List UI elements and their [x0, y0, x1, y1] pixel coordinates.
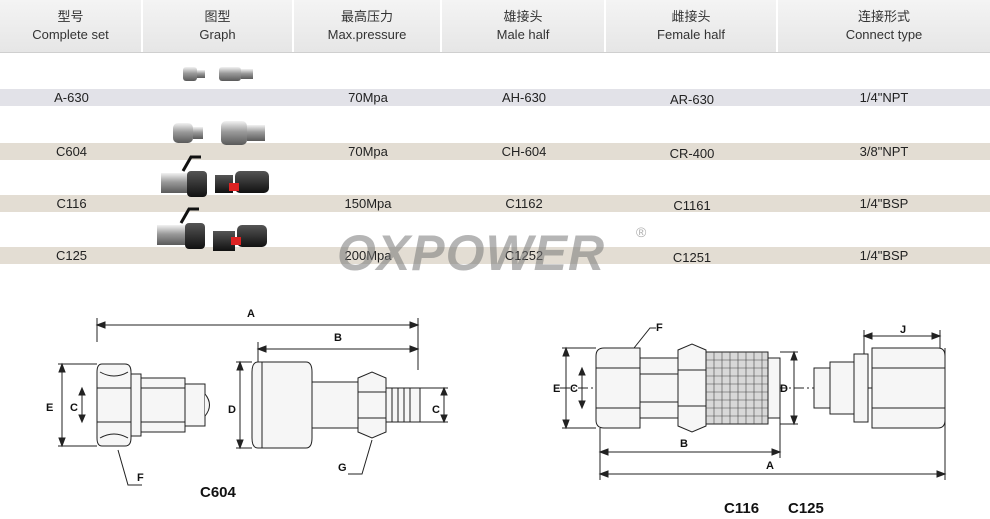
- c125-photo: [157, 207, 267, 251]
- dim-label-c: C: [70, 402, 78, 414]
- dim-label-b2: B: [680, 438, 688, 450]
- header-graph: 图型 Graph: [143, 0, 294, 52]
- row4-model: C125: [55, 248, 88, 263]
- row2-connect: 3/8"NPT: [859, 144, 909, 159]
- dim-label-d: D: [228, 404, 236, 416]
- row3-pressure: 150Mpa: [344, 196, 392, 211]
- dim-label-c2: C: [432, 404, 440, 416]
- table-row: [0, 195, 990, 212]
- watermark-logo: OXPOWER: [337, 225, 606, 281]
- row2-model: C604: [55, 144, 88, 159]
- dim-label-f: F: [137, 472, 144, 484]
- dim-label-c3: C: [570, 383, 578, 395]
- c116-photo: [161, 155, 269, 197]
- product-photos: [157, 67, 269, 251]
- c604-drawing: [58, 318, 448, 486]
- header-model-en: Complete set: [32, 27, 109, 42]
- header-female-en: Female half: [657, 27, 725, 42]
- header-pressure-cn: 最高压力: [340, 9, 393, 24]
- c604-photo: [173, 121, 265, 145]
- dim-label-j: J: [900, 324, 907, 336]
- row3-model: C116: [56, 196, 87, 211]
- row1-female: AR-630: [669, 92, 715, 107]
- header-pressure-en: Max.pressure: [327, 27, 407, 42]
- row2-pressure: 70Mpa: [348, 144, 388, 159]
- registered-mark: ®: [636, 224, 647, 240]
- header-connect: 连接形式 Connect type: [778, 0, 990, 52]
- row1-pressure: 70Mpa: [348, 90, 388, 105]
- table-row: [0, 89, 990, 106]
- header-connect-cn: 连接形式: [857, 9, 910, 24]
- header-connect-en: Connect type: [845, 27, 923, 42]
- table-header: 型号 Complete set 图型 Graph 最高压力 Max.pressu…: [0, 0, 990, 53]
- dim-label-g: G: [338, 462, 347, 474]
- header-male-cn: 雄接头: [503, 9, 543, 24]
- dim-label-e2: E: [553, 383, 561, 395]
- header-graph-en: Graph: [199, 27, 236, 42]
- header-female: 雌接头 Female half: [606, 0, 778, 52]
- header-model: 型号 Complete set: [0, 0, 143, 52]
- caption-c125: C125: [788, 500, 824, 517]
- row3-female: C1161: [673, 198, 711, 213]
- row4-pressure: 200Mpa: [344, 248, 392, 263]
- header-female-cn: 雌接头: [671, 9, 711, 24]
- row3-male: C1162: [505, 196, 543, 211]
- dim-label-d2: D: [780, 383, 788, 395]
- row3-connect: 1/4"BSP: [859, 196, 909, 211]
- header-male: 雄接头 Male half: [442, 0, 606, 52]
- c116-c125-drawing: [560, 327, 947, 480]
- header-male-en: Male half: [496, 27, 550, 42]
- header-pressure: 最高压力 Max.pressure: [294, 0, 442, 52]
- row4-female: C1251: [672, 250, 712, 265]
- row1-model: A-630: [54, 90, 89, 105]
- table-row: [0, 143, 990, 160]
- dim-label-b: B: [334, 332, 342, 344]
- a630-photo: [183, 67, 253, 81]
- table-row: [0, 247, 990, 264]
- row4-male: C1252: [504, 248, 544, 263]
- header-graph-cn: 图型: [204, 9, 231, 24]
- caption-c116: C116: [724, 500, 760, 517]
- row2-female: CR-400: [669, 146, 715, 161]
- row1-connect: 1/4"NPT: [859, 90, 909, 105]
- caption-c604: C604: [200, 484, 236, 501]
- dim-label-a: A: [247, 308, 255, 320]
- technical-drawings: [58, 318, 947, 486]
- row4-connect: 1/4"BSP: [859, 248, 909, 263]
- dim-label-f2: F: [656, 322, 663, 334]
- dim-label-e: E: [46, 402, 54, 414]
- dim-label-a2: A: [766, 460, 774, 472]
- row1-male: AH-630: [501, 90, 547, 105]
- row2-male: CH-604: [501, 144, 547, 159]
- header-model-cn: 型号: [57, 9, 84, 24]
